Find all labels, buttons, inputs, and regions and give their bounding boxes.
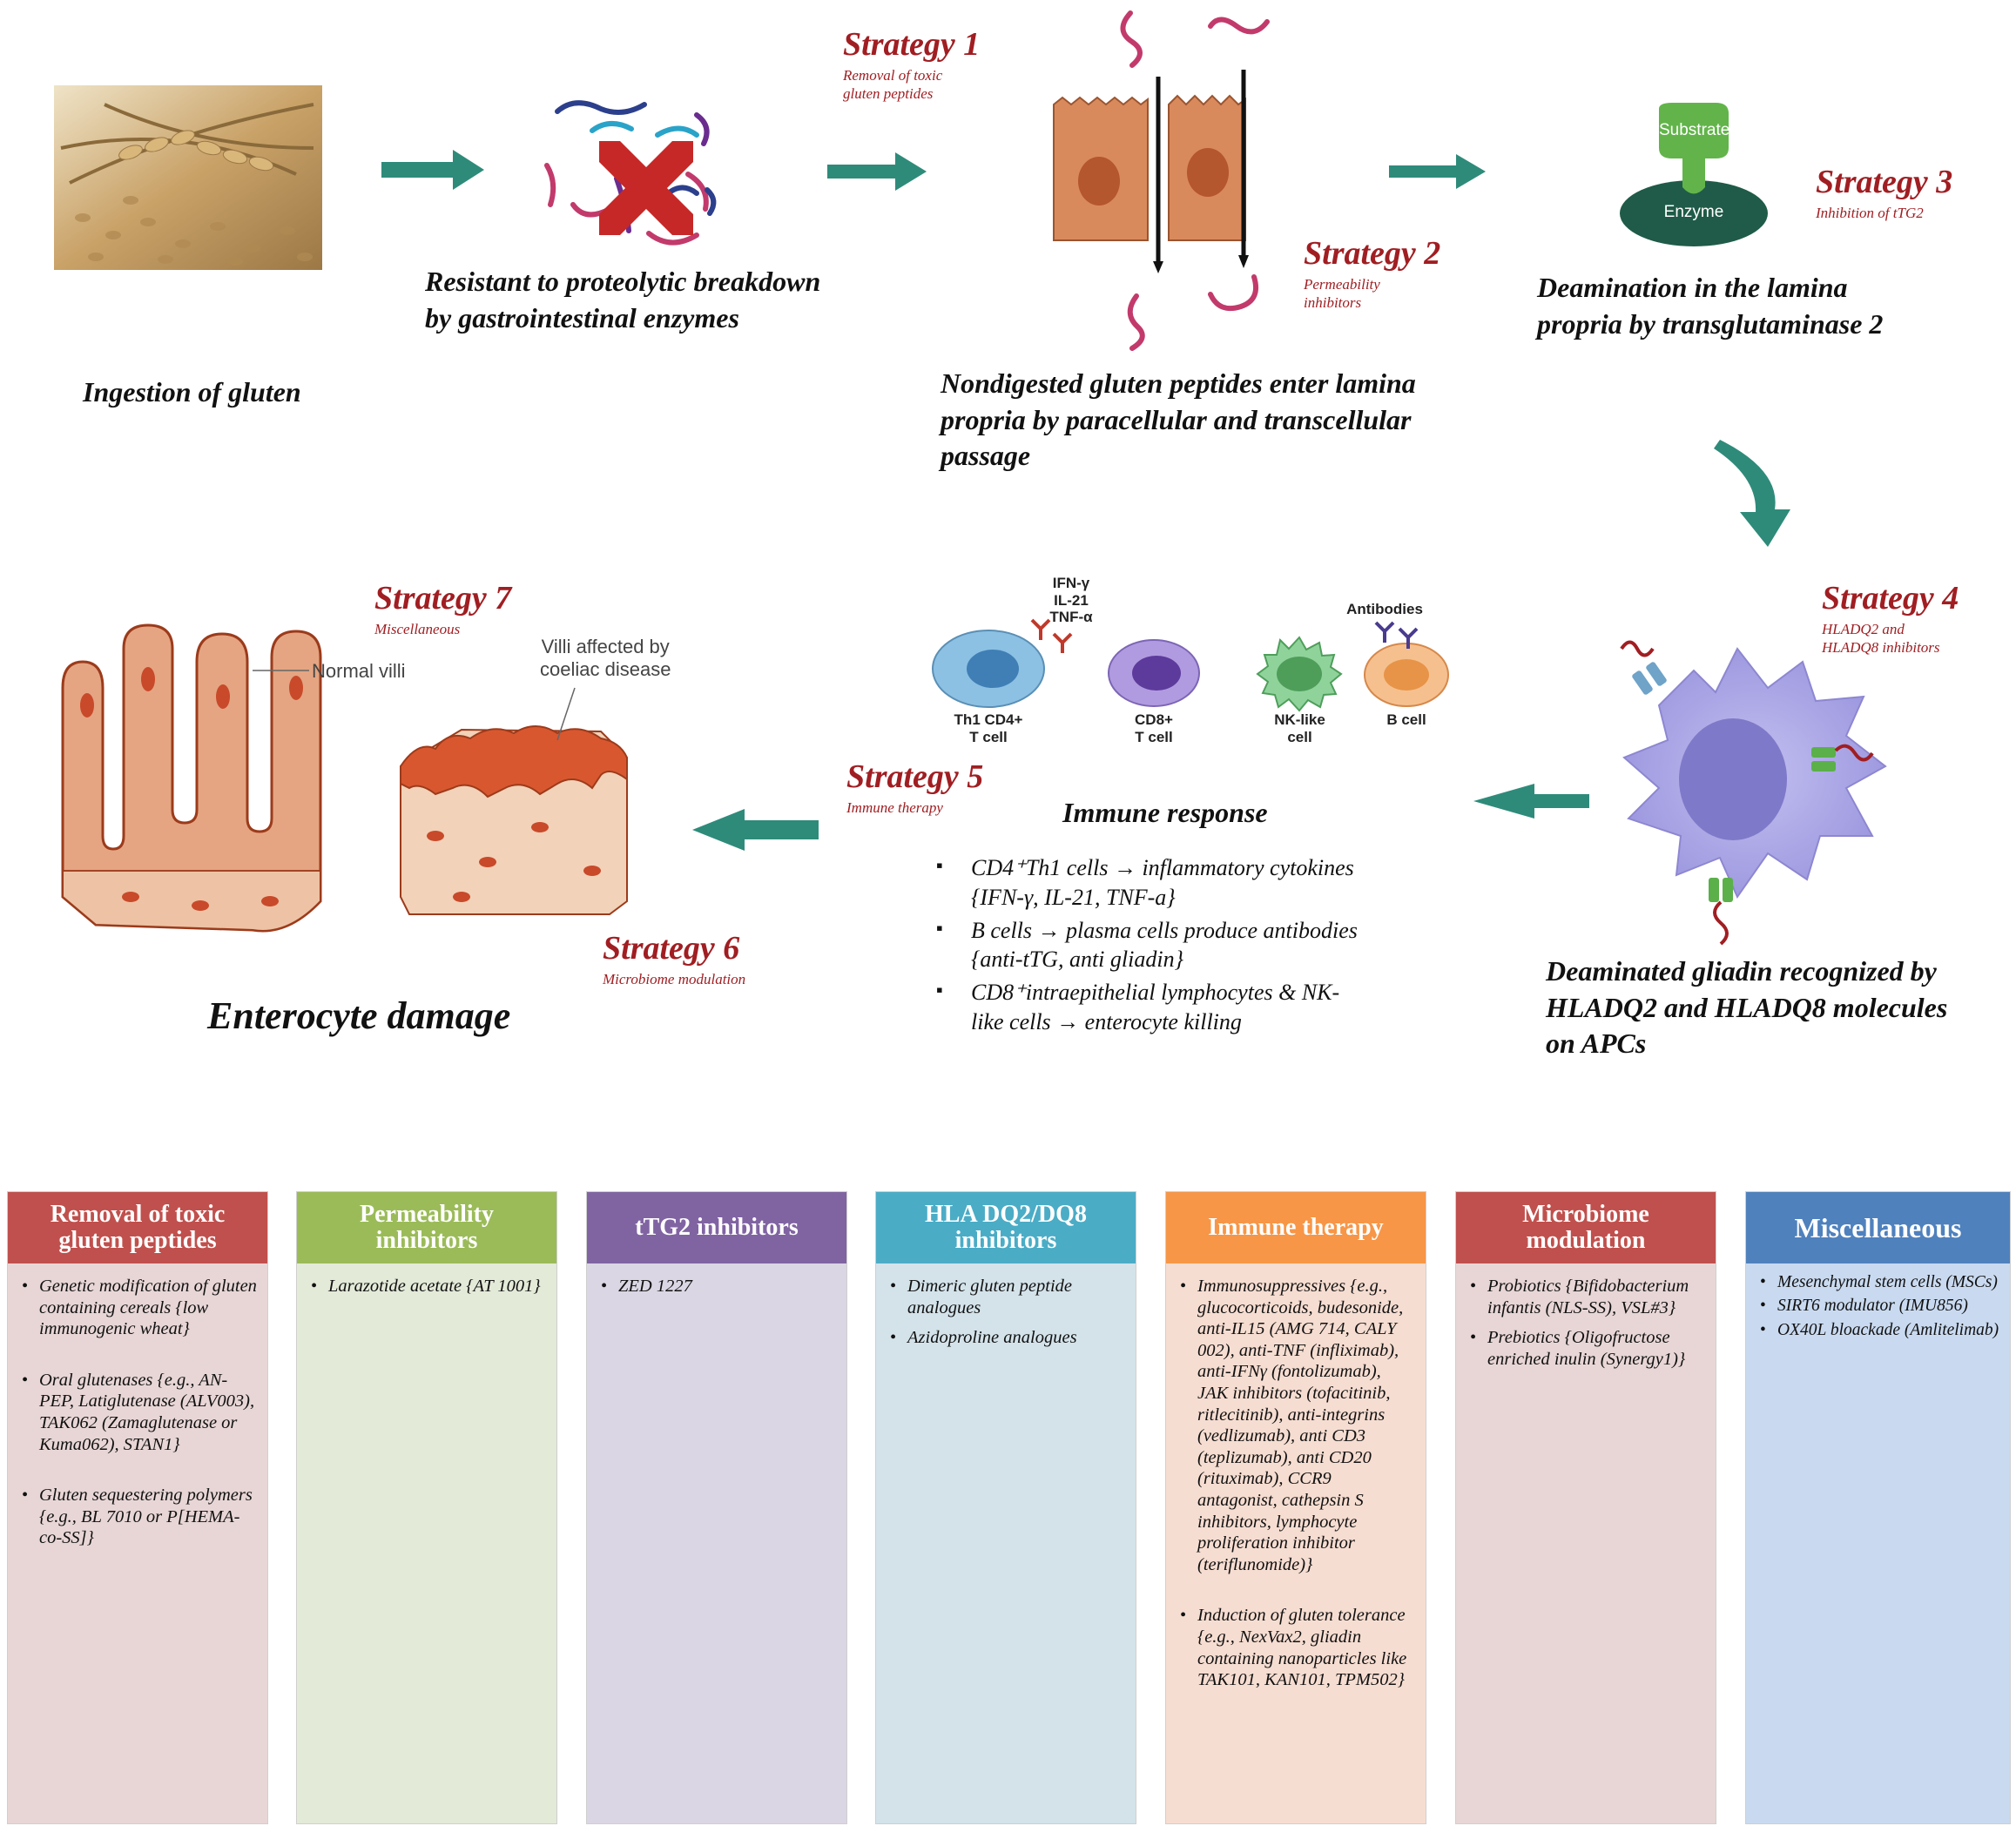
enzyme-label: Enzyme [1663, 203, 1724, 221]
strategy-box-title-line: Permeability [360, 1201, 494, 1229]
antibodies-label: Antibodies [1346, 601, 1423, 617]
immune-response-title: Immune response [1062, 797, 1268, 828]
strategy-6: Strategy 6 Microbiome modulation [603, 930, 746, 987]
arrow-left-icon [1473, 784, 1589, 819]
flow-arrows [381, 150, 1589, 851]
resistant-caption: Resistant to proteolytic breakdown by ga… [425, 266, 821, 334]
strategy-4: Strategy 4 HLADQ2 and HLADQ8 inhibitors [1822, 580, 1959, 657]
list-item: Probiotics {Bifidobacterium infantis (NL… [1470, 1276, 1705, 1318]
arrow-curve-down-icon [1714, 440, 1790, 547]
th1-cell-label: Th1 CD4+ T cell [954, 711, 1023, 745]
strategy-box: Immune therapyImmunosuppressives {e.g., … [1165, 1191, 1426, 1824]
normal-villi-label: Normal villi [312, 660, 406, 682]
peptide-squiggles-icon [1120, 10, 1270, 351]
red-x-icon [599, 141, 693, 235]
list-item: Oral glutenases {e.g., AN-PEP, Latiglute… [22, 1370, 257, 1455]
strategy-box-title-line: gluten peptides [58, 1227, 217, 1254]
nk-cell-label: NK-like cell [1274, 711, 1325, 745]
strategy-box-title: tTG2 inhibitors [587, 1192, 846, 1263]
list-item: Immunosuppressives {e.g., glucocorticoid… [1180, 1276, 1415, 1575]
strategy-box: MicrobiomemodulationProbiotics {Bifidoba… [1455, 1191, 1716, 1824]
strategy-box-title-line: Miscellaneous [1794, 1211, 1962, 1243]
strategy-box: PermeabilityinhibitorsLarazotide acetate… [296, 1191, 557, 1824]
arrow-left-icon [692, 809, 819, 851]
list-item: Induction of gluten tolerance {e.g., Nex… [1180, 1605, 1415, 1690]
b-cell-label: B cell [1386, 711, 1426, 728]
arrow-right-icon [827, 152, 927, 191]
strategy-2: Strategy 2 Permeability inhibitors [1304, 235, 1441, 312]
strategy-7: Strategy 7 Miscellaneous [374, 580, 512, 637]
strategy-box-title-line: inhibitors [375, 1227, 478, 1254]
strategy-5: Strategy 5 Immune therapy [846, 758, 984, 816]
strategy-3: Strategy 3 Inhibition of tTG2 [1816, 164, 1953, 221]
list-item: Genetic modification of gluten containin… [22, 1276, 257, 1340]
affected-villi-icon [400, 725, 628, 915]
list-item: Mesenchymal stem cells (MSCs) [1760, 1272, 1999, 1293]
immune-bullet: B cells → plasma cells produce antibodie… [936, 916, 1476, 975]
cd8-cell-label: CD8+ T cell [1135, 711, 1173, 745]
cytokine-icon [1030, 618, 1073, 653]
list-item: Larazotide acetate {AT 1001} [311, 1276, 546, 1297]
ingestion-caption: Ingestion of gluten [83, 376, 301, 408]
immune-response-list: CD4⁺Th1 cells → inflammatory cytokines{I… [936, 853, 1476, 1041]
antibody-icon [1374, 621, 1419, 649]
apc-dendritic-cell-icon [1620, 640, 1887, 946]
affected-villi-label: Villi affected by coeliac disease [540, 636, 671, 681]
strategy-box: HLA DQ2/DQ8inhibitorsDimeric gluten pept… [875, 1191, 1136, 1824]
enterocyte-damage-caption: Enterocyte damage [207, 994, 511, 1037]
immune-bullet: CD8⁺intraepithelial lymphocytes & NK-lik… [936, 978, 1476, 1037]
deamination-caption: Deamination in the lamina propria by tra… [1537, 272, 1884, 340]
normal-villi-icon [61, 623, 322, 933]
list-item: Dimeric gluten peptide analogues [890, 1276, 1125, 1318]
strategy-box-title: Immune therapy [1166, 1192, 1426, 1263]
nk-cell-icon [1256, 636, 1343, 712]
strategy-box: MiscellaneousMesenchymal stem cells (MSC… [1745, 1191, 2011, 1824]
list-item: SIRT6 modulator (IMU856) [1760, 1296, 1999, 1317]
strategy-box-title-line: tTG2 inhibitors [635, 1214, 799, 1242]
cytokines-label: IFN-γ IL-21 TNF-α [1049, 575, 1093, 626]
list-item: Prebiotics {Oligofructose enriched inuli… [1470, 1327, 1705, 1370]
list-item: Azidoproline analogues [890, 1327, 1125, 1349]
arrow-right-icon [381, 150, 484, 190]
strategy-box: tTG2 inhibitorsZED 1227 [586, 1191, 847, 1824]
immune-cells-icon [932, 618, 1449, 712]
strategy-box-list: Immunosuppressives {e.g., glucocorticoid… [1166, 1276, 1426, 1721]
strategy-1: Strategy 1 Removal of toxic gluten pepti… [843, 26, 981, 103]
epithelial-cells-icon [1053, 70, 1249, 273]
strategy-box-list: Probiotics {Bifidobacterium infantis (NL… [1456, 1276, 1716, 1378]
strategy-box-title-line: modulation [1526, 1227, 1646, 1254]
strategy-box-list: Genetic modification of gluten containin… [8, 1276, 267, 1579]
list-item: OX40L bloackade (Amlitelimab) [1760, 1320, 1999, 1341]
apc-caption: Deaminated gliadin recognized by HLADQ2 … [1546, 955, 1948, 1060]
pathway-graphics [54, 10, 1887, 946]
wheat-grain-image [54, 85, 322, 270]
strategy-box-title-line: Microbiome [1522, 1201, 1649, 1229]
strategy-box-list: ZED 1227 [587, 1276, 846, 1327]
arrow-right-icon [1389, 154, 1486, 189]
strategy-box-list: Mesenchymal stem cells (MSCs) SIRT6 modul… [1746, 1272, 2010, 1344]
gluten-peptides-icon [544, 100, 717, 246]
strategy-box-list: Dimeric gluten peptide analoguesAzidopro… [876, 1276, 1136, 1358]
strategy-box-list: Larazotide acetate {AT 1001} [297, 1276, 556, 1327]
enzyme-substrate-icon [1620, 103, 1768, 246]
strategy-box-title-line: Removal of toxic [50, 1201, 226, 1229]
substrate-label: Substrate [1659, 121, 1730, 139]
strategy-box-title-line: Immune therapy [1208, 1214, 1384, 1242]
strategy-box-title-line: inhibitors [954, 1227, 1057, 1254]
list-item: Gluten sequestering polymers {e.g., BL 7… [22, 1485, 257, 1549]
nondigested-caption: Nondigested gluten peptides enter lamina… [941, 367, 1416, 472]
list-item: ZED 1227 [601, 1276, 836, 1297]
immune-bullet: CD4⁺Th1 cells → inflammatory cytokines{I… [936, 853, 1476, 913]
strategy-box-title: Miscellaneous [1746, 1192, 2010, 1263]
strategy-box-title-line: HLA DQ2/DQ8 [925, 1201, 1087, 1229]
